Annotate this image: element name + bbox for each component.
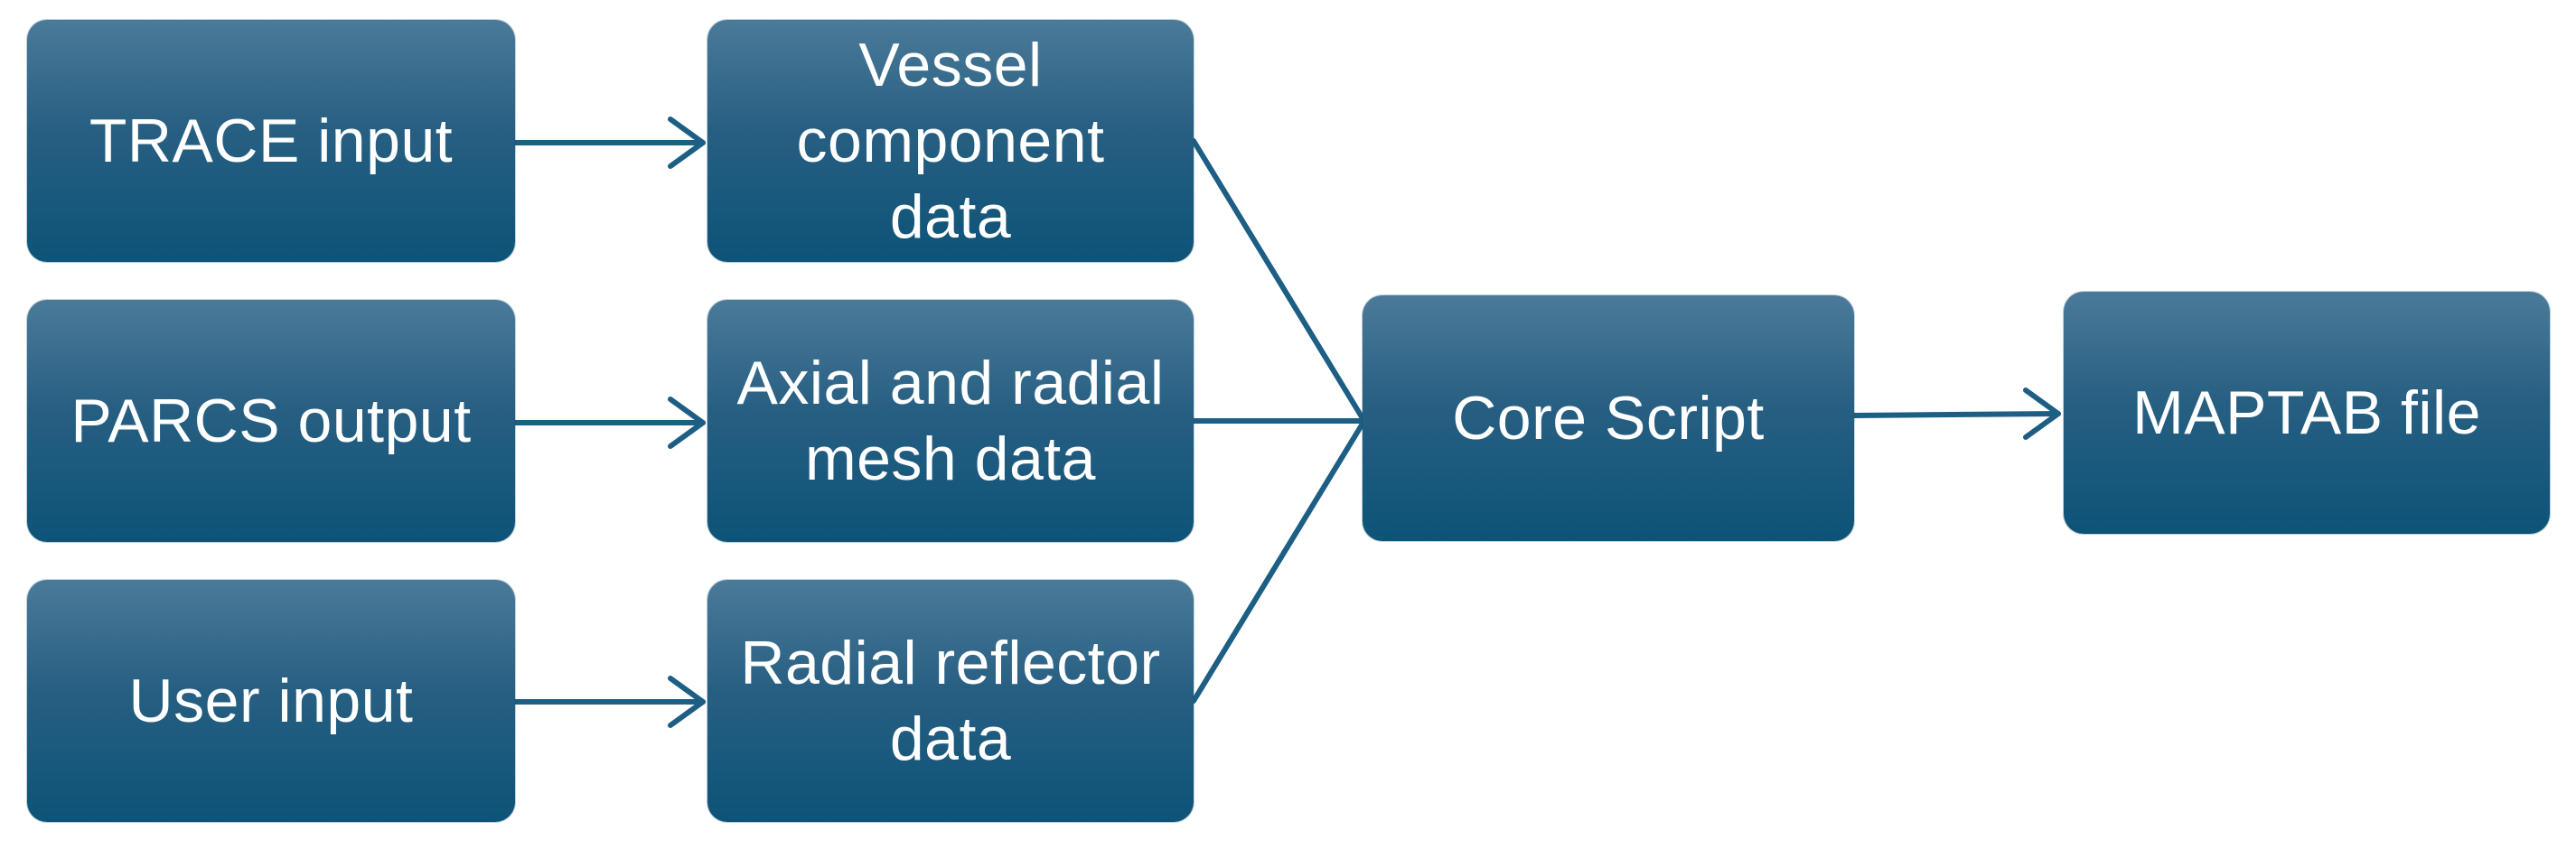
line-reflector-to-core xyxy=(1191,421,1365,704)
axial-radial-mesh-data-label: Axial and radial mesh data xyxy=(736,349,1165,493)
maptab-file-label: MAPTAB file xyxy=(2132,378,2481,447)
user-input-label: User input xyxy=(128,667,414,735)
trace-input-box: TRACE input xyxy=(27,20,515,262)
arrow-trace-to-vessel xyxy=(512,117,706,169)
radial-reflector-data-label: Radial reflector data xyxy=(740,629,1161,773)
parcs-output-box: PARCS output xyxy=(27,300,515,542)
arrow-user-to-reflector xyxy=(512,676,706,728)
maptab-file-box: MAPTAB file xyxy=(2064,292,2550,534)
axial-radial-mesh-data-box: Axial and radial mesh data xyxy=(707,300,1194,542)
user-input-box: User input xyxy=(27,580,515,822)
arrow-core-to-maptab xyxy=(1851,387,2061,440)
vessel-component-data-label: Vessel component data xyxy=(796,31,1105,251)
line-vessel-to-core xyxy=(1191,138,1365,421)
radial-reflector-data-box: Radial reflector data xyxy=(707,580,1194,822)
core-script-box: Core Script xyxy=(1363,295,1854,541)
trace-input-label: TRACE input xyxy=(89,107,454,175)
vessel-component-data-box: Vessel component data xyxy=(707,20,1194,262)
core-script-label: Core Script xyxy=(1452,384,1765,453)
parcs-output-label: PARCS output xyxy=(70,387,472,455)
arrow-parcs-to-mesh xyxy=(512,397,706,449)
